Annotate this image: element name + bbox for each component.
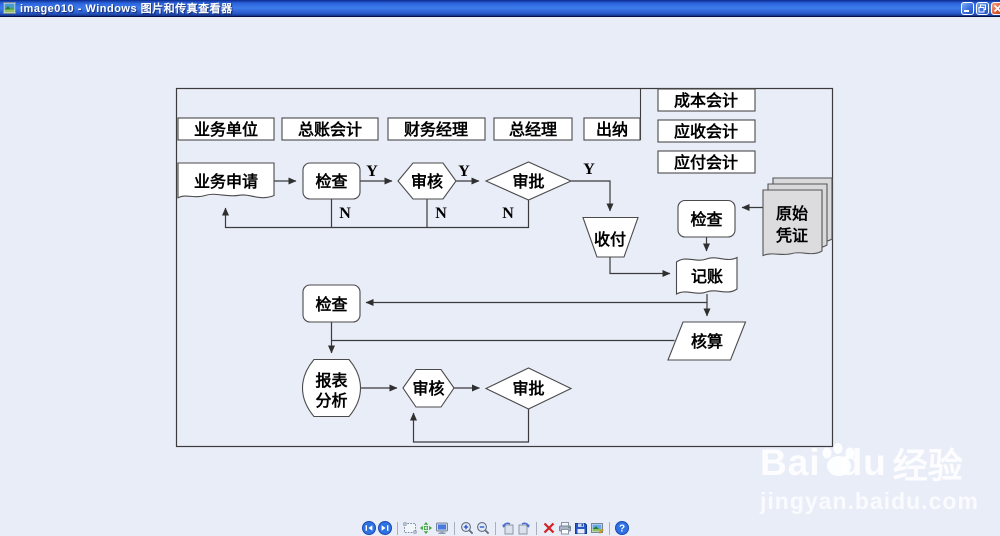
picture-file-icon [3, 2, 16, 14]
toolbar-separator [609, 522, 610, 535]
watermark-brand-prefix: Bai [760, 442, 821, 483]
branch-no-2: N [435, 205, 447, 222]
next-image-button[interactable] [378, 521, 392, 535]
toolbar-separator [495, 522, 496, 535]
best-fit-button[interactable] [403, 521, 417, 535]
svg-text:原始: 原始 [776, 204, 808, 223]
watermark-product-name: 经验 [892, 446, 963, 486]
node-accounting: 核算 [667, 321, 747, 361]
edit-button[interactable] [590, 521, 604, 535]
titlebar: image010 - Windows 图片和传真查看器 [0, 0, 1000, 17]
slideshow-button[interactable] [435, 521, 449, 535]
svg-text:报表: 报表 [315, 371, 348, 390]
svg-text:检查: 检查 [690, 210, 722, 229]
role-ar-accountant: 应收会计 [674, 122, 738, 141]
minimize-icon [964, 10, 969, 12]
delete-icon [543, 522, 555, 534]
role-finance-manager: 财务经理 [403, 120, 468, 139]
svg-text:收付: 收付 [594, 230, 626, 249]
baidu-paw-icon [822, 443, 855, 476]
toolbar-separator [397, 522, 398, 535]
node-original-voucher: 原始 凭证 [762, 177, 833, 257]
branch-yes-2: Y [458, 163, 470, 180]
node-report-analysis: 报表 分析 [301, 358, 362, 418]
role-ap-accountant: 应付会计 [674, 153, 738, 172]
svg-text:记账: 记账 [691, 268, 723, 286]
branch-yes-1: Y [366, 163, 378, 180]
save-icon [575, 523, 587, 534]
branch-no-1: N [339, 205, 351, 222]
window-title: image010 - Windows 图片和传真查看器 [20, 3, 233, 15]
zoom-in-icon [461, 522, 474, 535]
role-row [177, 117, 641, 141]
node-pay-receive: 收付 [582, 216, 639, 258]
svg-text:检查: 检查 [315, 295, 347, 314]
toolbar-separator [454, 522, 455, 535]
baidu-jingyan-watermark: Bai du 经验 jingyan.baidu.com [760, 441, 1000, 515]
flowchart-border [175, 87, 834, 448]
zoom-out-button[interactable] [476, 521, 490, 535]
best-fit-icon [403, 522, 417, 534]
branch-yes-3: Y [583, 161, 595, 178]
svg-text:核算: 核算 [691, 332, 723, 351]
delete-button[interactable] [542, 521, 556, 535]
actual-size-icon [420, 522, 432, 534]
svg-text:审批: 审批 [512, 172, 544, 191]
rotate-counterclockwise-icon [502, 522, 514, 535]
rotate-clockwise-icon [518, 522, 530, 535]
slideshow-icon [436, 522, 448, 534]
node-approve-1: 审批 [484, 161, 573, 201]
svg-text:分析: 分析 [315, 391, 347, 410]
save-button[interactable] [574, 521, 588, 535]
role-gl-accountant: 总账会计 [298, 120, 362, 139]
role-general-manager: 总经理 [509, 120, 557, 139]
svg-text:?: ? [619, 524, 625, 535]
role-cost-accountant: 成本会计 [674, 91, 738, 110]
watermark-site-url: jingyan.baidu.com [760, 488, 979, 514]
zoom-in-button[interactable] [460, 521, 474, 535]
previous-image-button[interactable] [362, 521, 376, 535]
svg-text:检查: 检查 [315, 172, 347, 191]
node-review-1: 审核 [397, 162, 457, 200]
help-icon: ? [615, 521, 629, 535]
actual-size-button[interactable] [419, 521, 433, 535]
print-button[interactable] [558, 521, 572, 535]
help-button[interactable]: ? [615, 521, 629, 535]
viewer-toolbar: ? [361, 521, 630, 536]
role-business-unit: 业务单位 [194, 120, 258, 139]
close-button[interactable] [991, 2, 1000, 15]
svg-text:审批: 审批 [512, 379, 544, 398]
restore-icon [978, 4, 986, 13]
previous-image-icon [362, 521, 376, 535]
svg-text:审核: 审核 [412, 379, 444, 398]
node-business-request: 业务申请 [177, 162, 275, 199]
branch-no-3: N [502, 205, 514, 222]
node-check-2: 检查 [677, 199, 736, 238]
rotate-clockwise-button[interactable] [517, 521, 531, 535]
node-check-3: 检查 [302, 284, 361, 323]
node-approve-2: 审批 [484, 367, 573, 410]
edit-icon [591, 523, 604, 534]
next-image-icon [378, 521, 392, 535]
role-cashier: 出纳 [596, 120, 628, 139]
toolbar-separator [536, 522, 537, 535]
svg-text:业务申请: 业务申请 [194, 172, 258, 191]
svg-text:审核: 审核 [411, 172, 443, 191]
svg-text:凭证: 凭证 [775, 226, 808, 245]
node-review-2: 审核 [402, 368, 455, 408]
print-icon [559, 522, 571, 535]
close-icon [993, 4, 1000, 13]
restore-button[interactable] [976, 2, 989, 15]
rotate-counterclockwise-button[interactable] [501, 521, 515, 535]
zoom-out-icon [477, 522, 490, 535]
side-role-column [657, 88, 756, 174]
connectors [222, 177, 763, 443]
minimize-button[interactable] [961, 2, 974, 15]
watermark-brand-suffix: du [839, 442, 887, 483]
node-check-1: 检查 [302, 162, 361, 200]
node-bookkeeping: 记账 [675, 256, 738, 295]
